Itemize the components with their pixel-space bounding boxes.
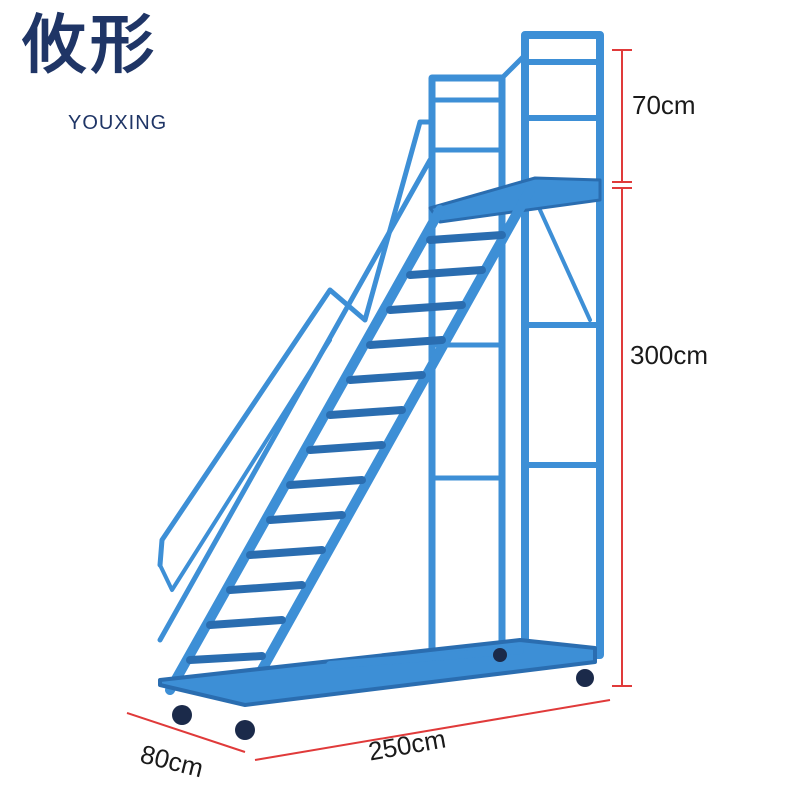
wheels <box>172 648 594 740</box>
base-frame <box>158 638 597 707</box>
front-tower <box>428 74 506 662</box>
left-handrail-lower <box>158 338 332 592</box>
tower-frame <box>521 31 604 659</box>
stair-steps <box>186 231 506 664</box>
brand-logo-cn: 攸形 <box>22 8 158 83</box>
stair-stringer-left <box>165 205 445 695</box>
dimension-lines <box>126 49 632 761</box>
dimension-platform-height: 70cm <box>632 90 696 120</box>
stair-stringer-right <box>240 185 535 705</box>
dimension-total-height: 300cm <box>630 340 709 370</box>
brand-logo-en: YOUXING <box>68 112 168 134</box>
